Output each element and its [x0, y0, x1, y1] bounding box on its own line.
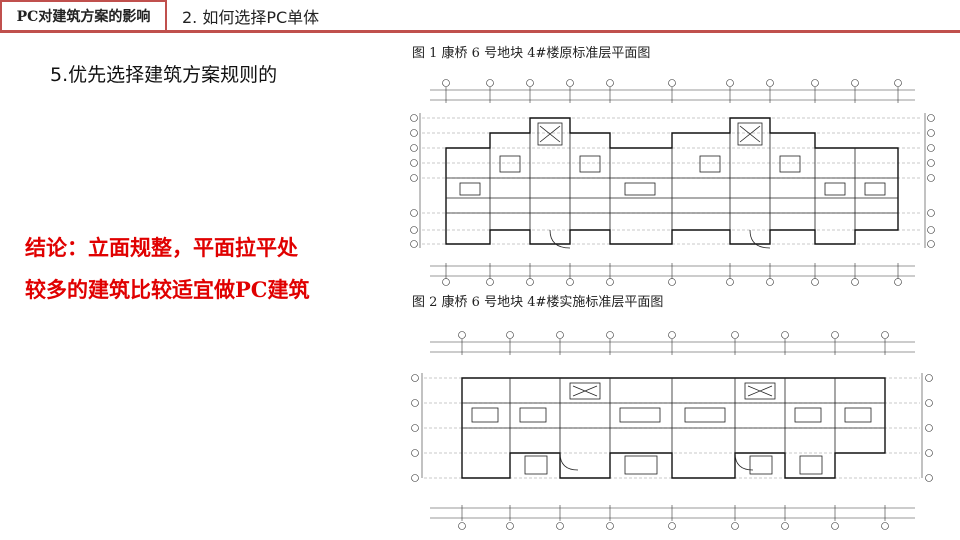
- slide-subtitle: 2. 如何选择PC单体: [182, 8, 320, 27]
- conclusion-text: 结论：立面规整，平面拉平处 较多的建筑比较适宜做PC建筑: [25, 227, 310, 311]
- floor-plan-implemented-drawing: [411, 331, 933, 530]
- conclusion-line-2: 较多的建筑比较适宜做PC建筑: [25, 277, 310, 302]
- floor-plan-implemented: [410, 328, 935, 534]
- header-divider: [0, 30, 960, 33]
- figure-1-caption: 图 1 康桥 6 号地块 4#楼原标准层平面图: [412, 46, 651, 61]
- floor-plan-original-drawing: [410, 79, 935, 286]
- figure-2-caption: 图 2 康桥 6 号地块 4#楼实施标准层平面图: [412, 295, 664, 310]
- section-tab[interactable]: PC对建筑方案的影响: [0, 0, 167, 32]
- section-heading: 5.优先选择建筑方案规则的: [50, 64, 278, 86]
- conclusion-line-1: 结论：立面规整，平面拉平处: [25, 235, 298, 260]
- floor-plan-original: [410, 78, 935, 288]
